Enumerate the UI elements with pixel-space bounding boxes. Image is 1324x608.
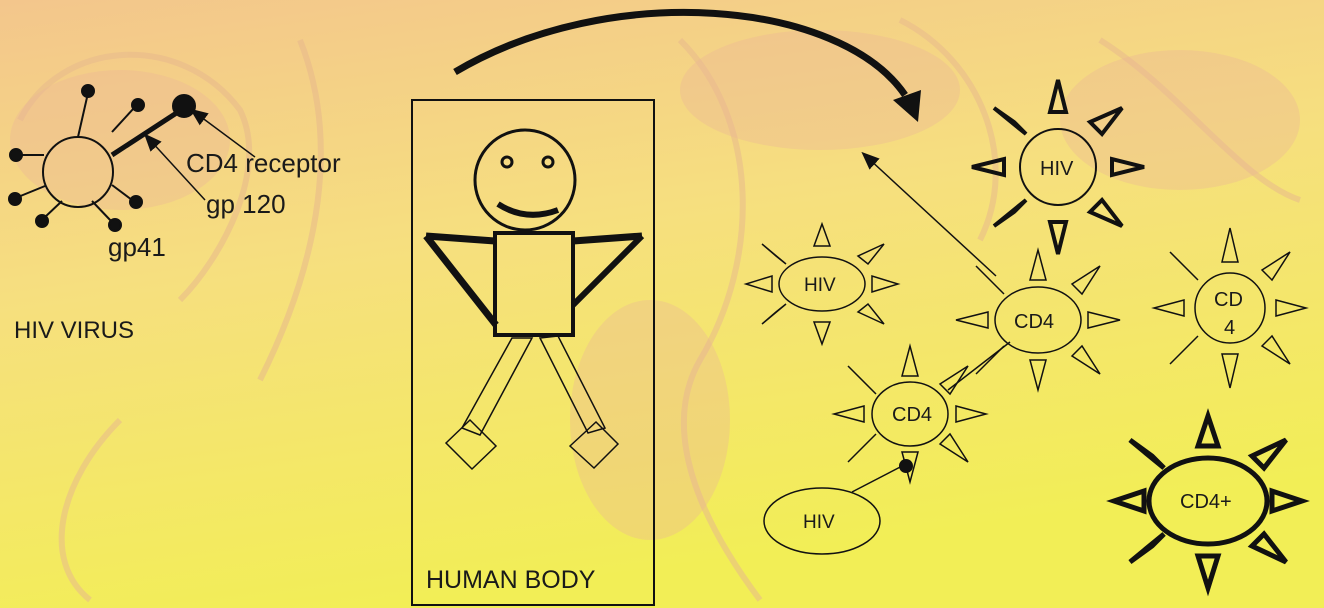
attachment-point — [899, 459, 913, 473]
cd4-plus-label: CD4+ — [1180, 491, 1232, 513]
cd4-right-label: CD — [1214, 289, 1243, 311]
hiv-free-label: HIV — [803, 512, 835, 533]
human-body-label: HUMAN BODY — [426, 566, 596, 594]
cd4-receptor-label: CD4 receptor — [186, 148, 341, 178]
gp41-label: gp41 — [108, 232, 166, 262]
human-body-figure — [412, 100, 654, 605]
hiv-small-label: HIV — [804, 275, 836, 296]
hiv-large-label: HIV — [1040, 158, 1074, 180]
cd4-right-label-4: 4 — [1224, 317, 1235, 339]
cd4-lower-label: CD4 — [892, 404, 932, 426]
connector-lines — [852, 158, 1010, 492]
cd4-center-label: CD4 — [1014, 311, 1054, 333]
hiv-virus-label: HIV VIRUS — [14, 317, 134, 344]
curved-arrow — [455, 12, 921, 122]
gp120-label: gp 120 — [206, 189, 286, 219]
